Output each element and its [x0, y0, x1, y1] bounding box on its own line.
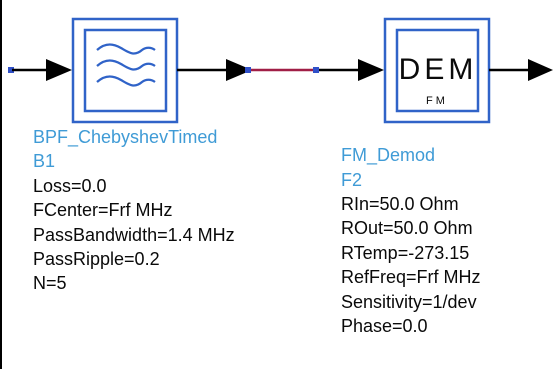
demod-instance-name[interactable]: F2: [341, 170, 363, 190]
input-wire: [8, 59, 72, 81]
demod-box-sublabel: FM: [426, 95, 448, 107]
bpf-output-pin: [245, 67, 251, 73]
output-arrow-icon: [528, 59, 553, 81]
demod-component-name[interactable]: FM_Demod: [341, 145, 436, 165]
demod-param-reffreq[interactable]: RefFreq=Frf MHz: [341, 267, 481, 287]
bpf-output-arrow-icon: [226, 59, 252, 81]
bpf-param-passripple[interactable]: PassRipple=0.2: [33, 249, 160, 269]
demod-param-rin[interactable]: RIn=50.0 Ohm: [341, 194, 459, 214]
demod-param-rout[interactable]: ROut=50.0 Ohm: [341, 218, 473, 238]
bpf-param-loss[interactable]: Loss=0.0: [33, 176, 107, 196]
connection-wire: [177, 59, 384, 81]
demod-param-sensitivity[interactable]: Sensitivity=1/dev: [341, 292, 477, 312]
schematic-left-border: [0, 0, 2, 369]
bpf-param-fcenter[interactable]: FCenter=Frf MHz: [33, 200, 173, 220]
output-wire: [489, 59, 553, 81]
bpf-component-name[interactable]: BPF_ChebyshevTimed: [33, 127, 218, 147]
demod-param-rtemp[interactable]: RTemp=-273.15: [341, 243, 470, 263]
input-pin: [8, 67, 14, 73]
bpf-param-passbandwidth[interactable]: PassBandwidth=1.4 MHz: [33, 225, 235, 245]
bpf-chebyshev-block[interactable]: [71, 17, 179, 124]
demod-input-arrow-icon: [358, 59, 384, 81]
demod-input-pin: [313, 67, 319, 73]
bpf-instance-name[interactable]: B1: [33, 151, 56, 171]
input-arrow-icon: [46, 59, 72, 81]
fm-demod-block[interactable]: DEM FM: [383, 17, 491, 124]
chebyshev-bandpass-filter-icon: [96, 43, 156, 87]
demod-box-label: DEM: [399, 53, 478, 86]
bpf-param-n[interactable]: N=5: [33, 273, 67, 293]
demod-param-phase[interactable]: Phase=0.0: [341, 316, 428, 336]
